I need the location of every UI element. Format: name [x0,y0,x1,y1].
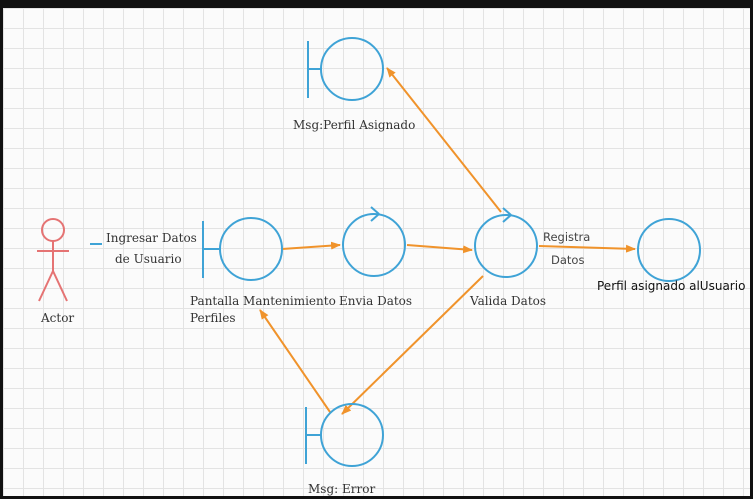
control-envia-label: Envia Datos [339,294,412,308]
boundary-msg-perfil-label: Msg:Perfil Asignado [293,118,415,132]
flow-valida-to-msg-perfil [386,67,502,213]
control-valida-icon [474,207,538,278]
diagram-svg: Actor Ingresar Datos de Usuario Pantalla… [37,37,745,496]
actor-message-line1: Ingresar Datos [106,231,197,245]
flow-envia-to-valida [406,244,473,254]
boundary-msg-error-icon [305,403,384,467]
boundary-main-icon [202,217,283,281]
actor-icon [37,218,69,302]
flow-boundary-to-envia [281,241,341,250]
actor-label: Actor [40,311,74,325]
flow-valida-to-msg-error [341,275,484,415]
actor-message-line2: de Usuario [115,252,182,266]
control-valida-label: Valida Datos [469,294,546,308]
flow-registra-label-line2: Datos [551,253,584,267]
boundary-msg-error-label: Msg: Error [308,482,375,496]
boundary-main-label-line2: Perfiles [190,311,235,325]
entity-perfil-label: Perfil asignado alUsuario [597,279,745,293]
flow-valida-to-entity [538,244,636,253]
boundary-main-label-line1: Pantalla Mantenimiento [190,294,336,308]
control-envia-icon [342,206,406,277]
flow-registra-label-line1: Registra [543,230,590,244]
boundary-msg-perfil-icon [307,37,384,101]
flow-msg-error-to-boundary [259,309,331,413]
entity-perfil-icon [637,218,701,282]
